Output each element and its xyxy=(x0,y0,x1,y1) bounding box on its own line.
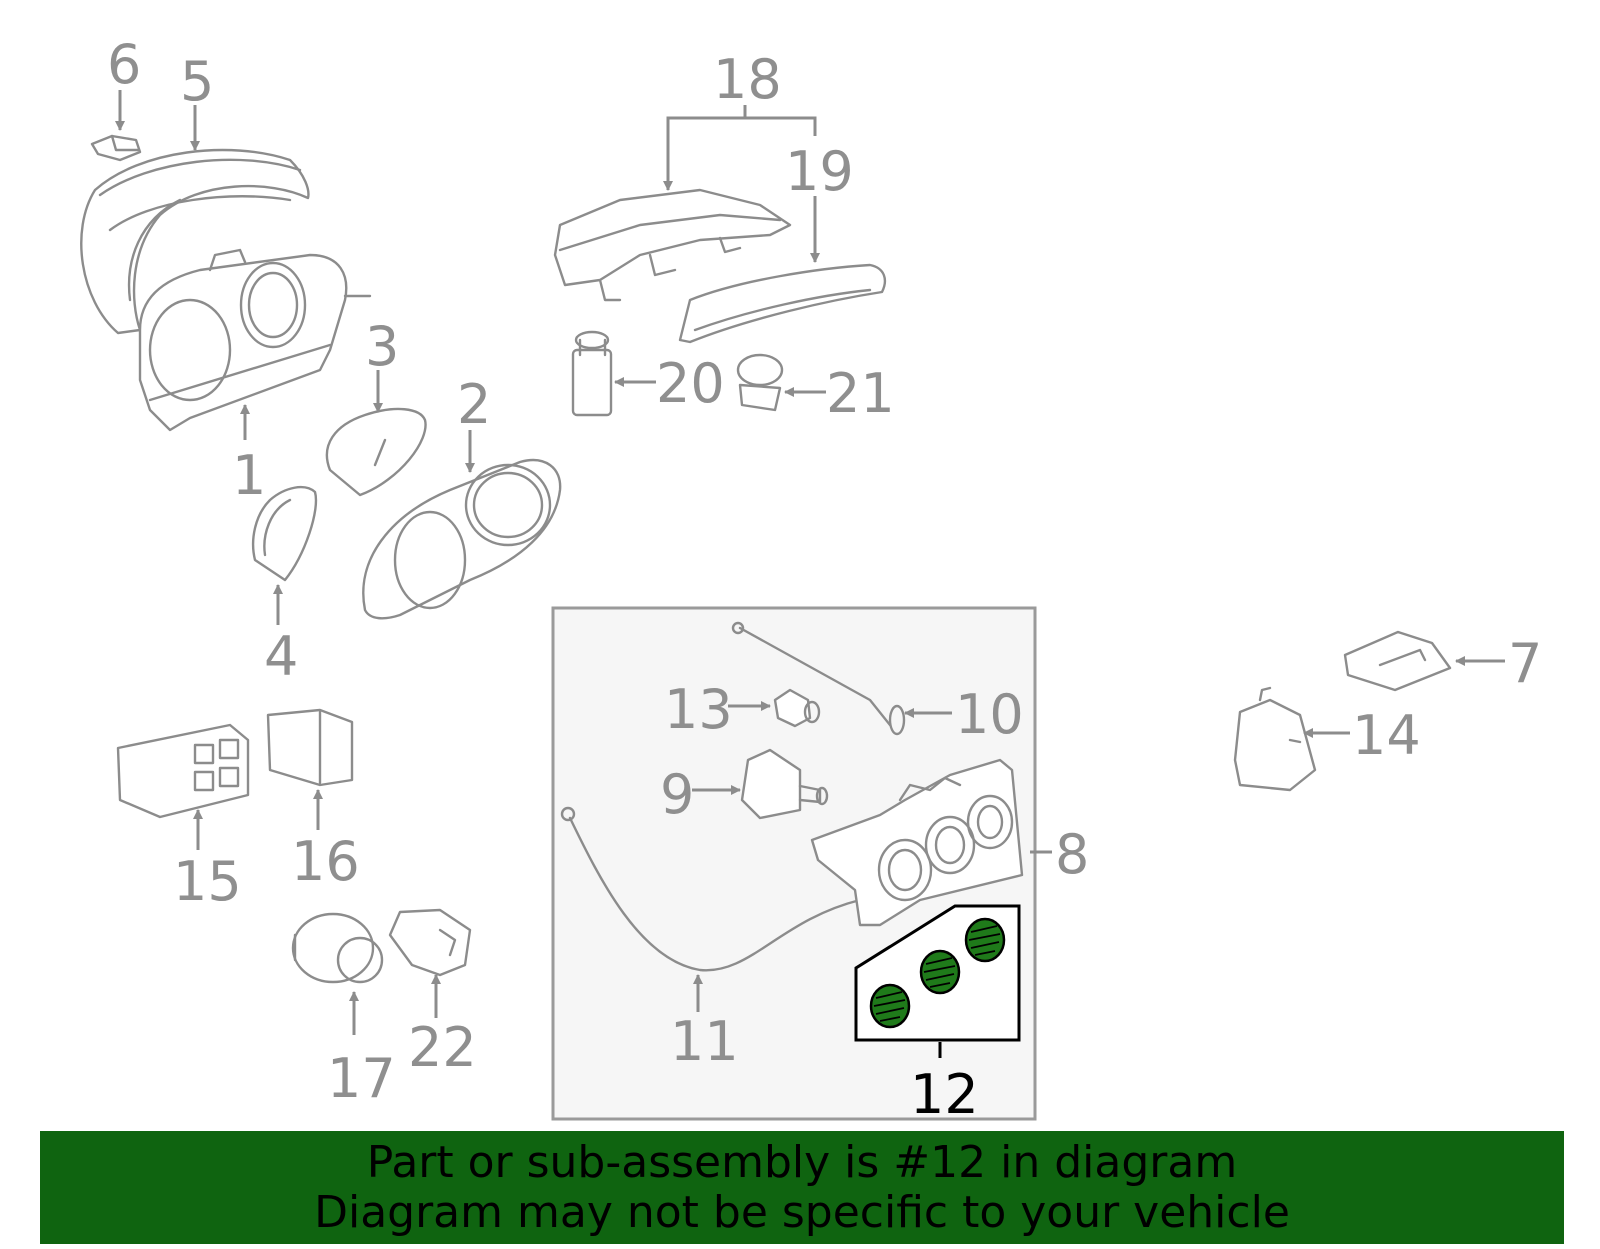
part-10-cable[interactable] xyxy=(731,621,906,736)
callout-18[interactable]: 18 xyxy=(713,48,782,111)
part-9-actuator[interactable] xyxy=(740,748,829,820)
part-4-bezel[interactable] xyxy=(251,485,318,582)
banner-line-2: Diagram may not be specific to your vehi… xyxy=(314,1186,1290,1238)
callout-20[interactable]: 20 xyxy=(656,352,725,415)
callout-labels: 6 5 1 3 2 4 18 19 20 21 7 14 13 10 9 8 1… xyxy=(107,33,1542,1126)
part-16-switch[interactable] xyxy=(266,708,354,787)
part-1-cluster-housing[interactable] xyxy=(138,248,372,432)
callout-17[interactable]: 17 xyxy=(327,1047,396,1110)
part-17-socket[interactable] xyxy=(291,912,384,984)
info-banner: Part or sub-assembly is #12 in diagram D… xyxy=(40,1131,1564,1244)
callout-4[interactable]: 4 xyxy=(264,625,298,688)
part-6-clip[interactable] xyxy=(90,134,142,162)
part-14-module[interactable] xyxy=(1233,686,1317,792)
callout-15[interactable]: 15 xyxy=(173,850,242,913)
part-7-bracket[interactable] xyxy=(1343,630,1452,692)
banner-line-1: Part or sub-assembly is #12 in diagram xyxy=(366,1136,1238,1188)
part-15-switch-panel[interactable] xyxy=(116,723,250,819)
callout-3[interactable]: 3 xyxy=(365,315,399,378)
callout-22[interactable]: 22 xyxy=(408,1016,477,1079)
callout-10[interactable]: 10 xyxy=(955,683,1024,746)
knob-1 xyxy=(869,983,911,1029)
part-12-knobs[interactable] xyxy=(854,904,1021,1042)
part-13-socket[interactable] xyxy=(773,688,821,728)
callout-14[interactable]: 14 xyxy=(1352,704,1421,767)
callout-8[interactable]: 8 xyxy=(1055,823,1089,886)
callout-11[interactable]: 11 xyxy=(670,1010,739,1073)
callout-7[interactable]: 7 xyxy=(1508,632,1542,695)
callout-12[interactable]: 12 xyxy=(910,1063,979,1126)
part-19-trim-strip[interactable] xyxy=(678,263,886,344)
part-11-cable[interactable] xyxy=(560,806,862,972)
part-18-vent-housing[interactable] xyxy=(553,188,792,302)
leader-lines xyxy=(115,90,1505,1058)
callout-1[interactable]: 1 xyxy=(232,444,266,507)
knob-2 xyxy=(919,949,961,995)
callout-21[interactable]: 21 xyxy=(826,362,895,425)
callout-5[interactable]: 5 xyxy=(180,50,214,113)
part-3-gauge[interactable] xyxy=(325,407,427,497)
callout-13[interactable]: 13 xyxy=(664,678,733,741)
part-8-control-head[interactable] xyxy=(810,758,1024,927)
callout-16[interactable]: 16 xyxy=(291,830,360,893)
part-5-cluster-hood[interactable] xyxy=(80,148,310,335)
callout-2[interactable]: 2 xyxy=(457,373,491,436)
part-2-cluster-bezel[interactable] xyxy=(362,458,562,620)
part-22-connector[interactable] xyxy=(388,908,472,977)
part-20-switch[interactable] xyxy=(571,330,613,417)
knob-3 xyxy=(964,917,1006,963)
part-21-button[interactable] xyxy=(736,353,784,412)
callout-9[interactable]: 9 xyxy=(660,763,694,826)
callout-6[interactable]: 6 xyxy=(107,33,141,96)
callout-19[interactable]: 19 xyxy=(785,140,854,203)
